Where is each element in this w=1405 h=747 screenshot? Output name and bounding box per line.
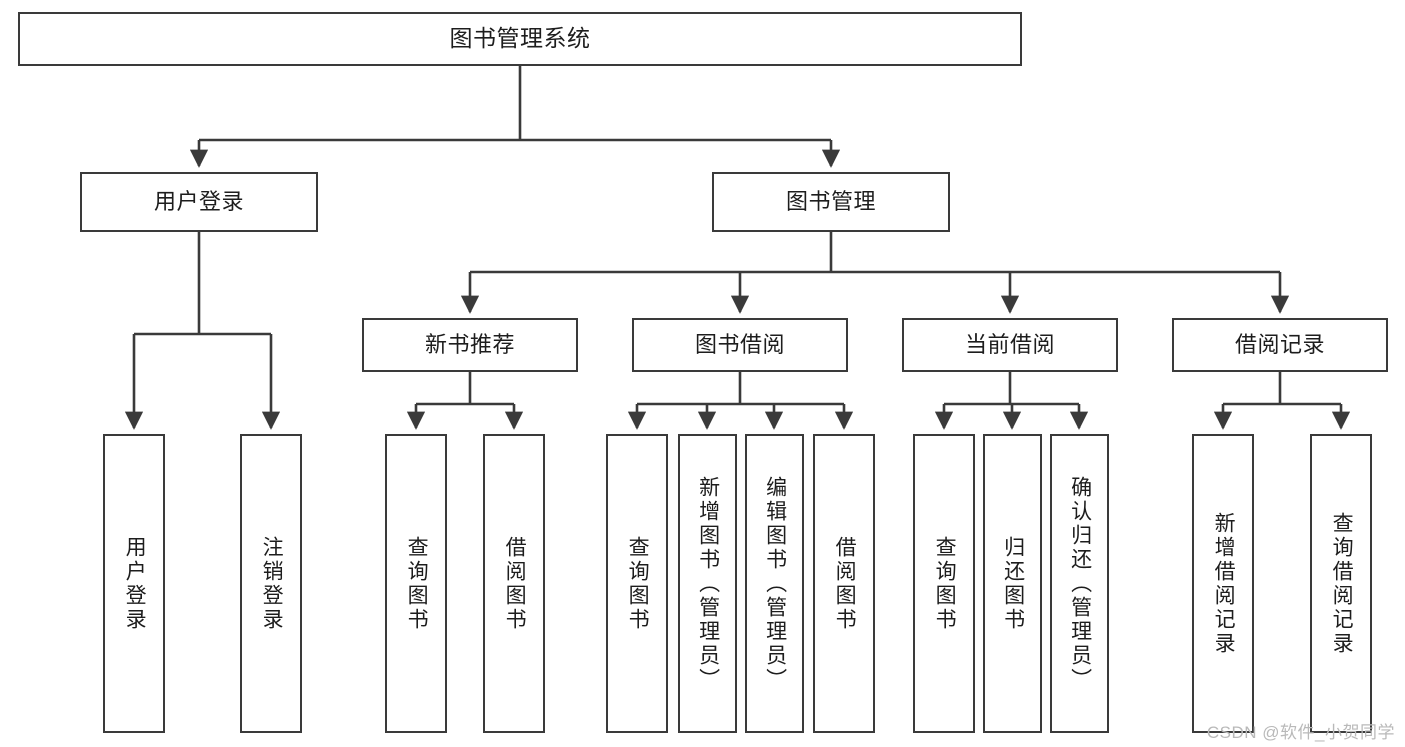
node-leaf-borrow-book[interactable]: 借阅图书	[813, 434, 875, 733]
node-leaf-add-book-admin[interactable]: 新增图书（管理员）	[678, 434, 737, 733]
node-leaf-query-book-recommend[interactable]: 查询图书	[385, 434, 447, 733]
node-level2-new-book-recommend[interactable]: 新书推荐	[362, 318, 578, 372]
node-label: 编辑图书（管理员）	[763, 475, 787, 692]
node-label: 查询图书	[933, 535, 957, 632]
node-leaf-user-login[interactable]: 用户登录	[103, 434, 165, 733]
node-label: 归还图书	[1001, 535, 1025, 632]
node-leaf-logout[interactable]: 注销登录	[240, 434, 302, 733]
node-level2-current-borrow[interactable]: 当前借阅	[902, 318, 1118, 372]
node-label: 用户登录	[153, 188, 244, 214]
node-leaf-return-book[interactable]: 归还图书	[983, 434, 1042, 733]
node-label: 当前借阅	[964, 331, 1055, 357]
node-label: 用户登录	[123, 535, 147, 632]
node-level1-book-management[interactable]: 图书管理	[712, 172, 950, 232]
node-label: 查询图书	[626, 535, 650, 632]
node-label: 注销登录	[260, 535, 284, 632]
node-leaf-query-book-borrow[interactable]: 查询图书	[606, 434, 668, 733]
node-level1-user-login[interactable]: 用户登录	[80, 172, 318, 232]
node-level2-borrow-record[interactable]: 借阅记录	[1172, 318, 1388, 372]
node-leaf-query-book-current[interactable]: 查询图书	[913, 434, 975, 733]
node-label: 新增借阅记录	[1212, 511, 1236, 656]
node-label: 新书推荐	[424, 331, 515, 357]
node-label: 确认归还（管理员）	[1068, 475, 1092, 692]
node-level2-book-borrow[interactable]: 图书借阅	[632, 318, 848, 372]
node-root[interactable]: 图书管理系统	[18, 12, 1022, 66]
node-label: 图书借阅	[694, 331, 785, 357]
node-label: 查询借阅记录	[1330, 511, 1354, 656]
node-label: 图书管理	[785, 188, 876, 214]
node-label: 借阅图书	[833, 535, 857, 632]
node-label: 借阅图书	[503, 535, 527, 632]
node-label: 新增图书（管理员）	[696, 475, 720, 692]
node-leaf-edit-book-admin[interactable]: 编辑图书（管理员）	[745, 434, 804, 733]
node-leaf-add-borrow-record[interactable]: 新增借阅记录	[1192, 434, 1254, 733]
node-label: 查询图书	[405, 535, 429, 632]
node-leaf-borrow-book-recommend[interactable]: 借阅图书	[483, 434, 545, 733]
node-leaf-confirm-return-admin[interactable]: 确认归还（管理员）	[1050, 434, 1109, 733]
node-leaf-query-borrow-record[interactable]: 查询借阅记录	[1310, 434, 1372, 733]
csdn-watermark: CSDN @软件_小贺同学	[1206, 723, 1395, 742]
node-label: 借阅记录	[1234, 331, 1325, 357]
node-label: 图书管理系统	[449, 25, 591, 52]
